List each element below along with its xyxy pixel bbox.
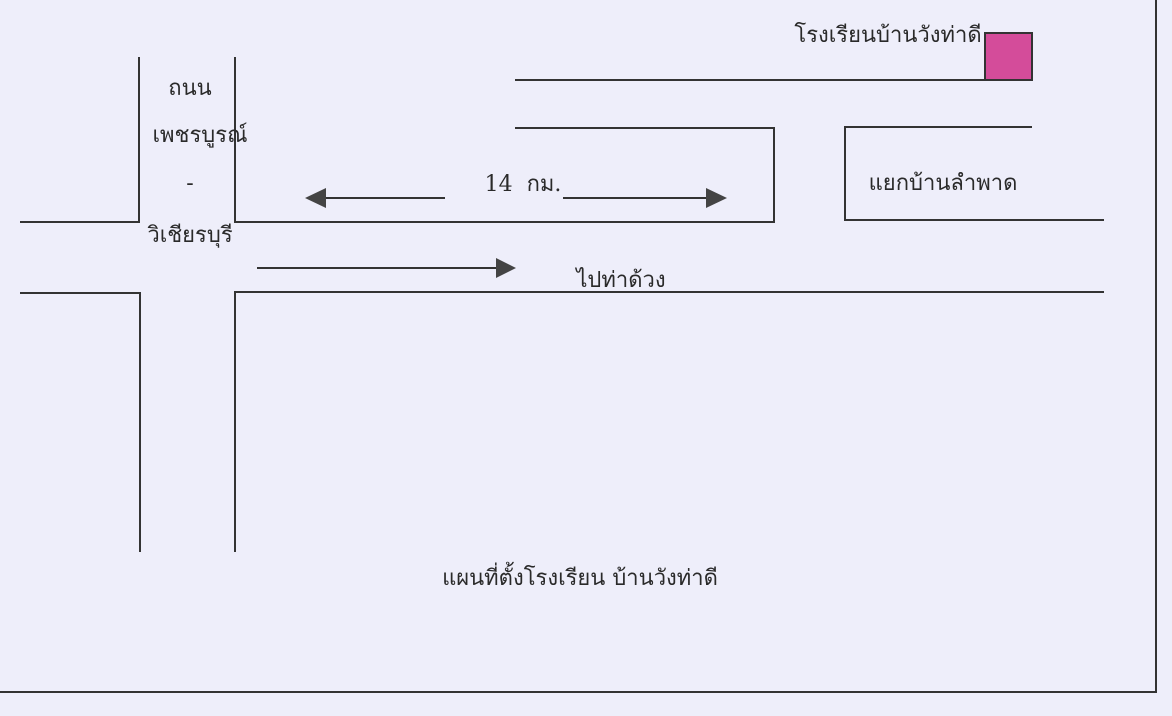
distance-arrow-right <box>563 188 727 208</box>
direction-label: ไปท่าด้วง <box>574 267 665 293</box>
page-border <box>0 0 1157 693</box>
road-name-line-2: เพชรบูรณ์ <box>153 123 248 148</box>
school-label: โรงเรียนบ้านวังท่าดี <box>794 22 981 48</box>
road-name-line-3: - <box>186 171 193 196</box>
map-title: แผนที่ตั้งโรงเรียน บ้านวังท่าดี <box>442 562 718 591</box>
junction-label: แยกบ้านลำพาด <box>869 171 1018 196</box>
road-edge <box>234 291 1104 552</box>
distance-label: 14 กม. <box>485 172 562 197</box>
school-marker <box>984 32 1033 81</box>
road-edge <box>20 57 140 223</box>
distance-arrow-left <box>305 188 445 208</box>
road-name-line-4: วิเชียรบุรี <box>147 223 233 248</box>
road-edge <box>20 292 141 552</box>
road-name-line-1: ถนน <box>168 76 211 101</box>
direction-arrow <box>257 258 516 278</box>
road-edge <box>844 126 1104 221</box>
road-edge <box>234 57 775 223</box>
